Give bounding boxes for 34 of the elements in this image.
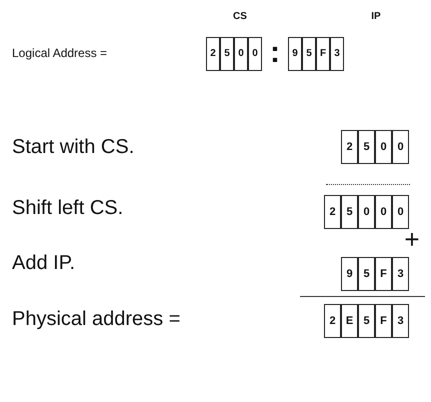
hex-digit: 5 (220, 37, 234, 71)
hex-digit: F (375, 257, 392, 291)
hex-digit: 9 (288, 37, 302, 71)
hex-digit: 0 (392, 195, 409, 229)
hex-digit: 2 (324, 195, 341, 229)
hex-digit: 0 (234, 37, 248, 71)
hex-digit: 3 (392, 257, 409, 291)
hex-digit: E (341, 304, 358, 338)
hex-digit: 2 (341, 130, 358, 164)
hex-digit: 0 (375, 130, 392, 164)
step-text: Shift left CS. (12, 196, 124, 220)
hex-digit: 0 (392, 130, 409, 164)
hex-digit: 0 (375, 195, 392, 229)
colon-separator: : (269, 36, 281, 70)
hex-digit: 5 (302, 37, 316, 71)
register-heading: CS (232, 10, 248, 24)
step-text: Start with CS. (12, 135, 134, 159)
hex-digit: 2 (324, 304, 341, 338)
hex-digit: F (375, 304, 392, 338)
step-text: Physical address = (12, 307, 180, 331)
hex-digit: 3 (392, 304, 409, 338)
hex-digit: 0 (358, 195, 375, 229)
hex-digit: 3 (330, 37, 344, 71)
hex-digit: F (316, 37, 330, 71)
hex-digit: 2 (206, 37, 220, 71)
hex-digit: 9 (341, 257, 358, 291)
hex-digit: 5 (358, 130, 375, 164)
register-heading: IP (370, 10, 382, 24)
step-text: Logical Address = (12, 45, 108, 61)
hex-digit: 5 (341, 195, 358, 229)
hex-digit: 5 (358, 257, 375, 291)
hex-digit: 5 (358, 304, 375, 338)
step-text: Add IP. (12, 251, 76, 275)
hex-digit: 0 (248, 37, 262, 71)
